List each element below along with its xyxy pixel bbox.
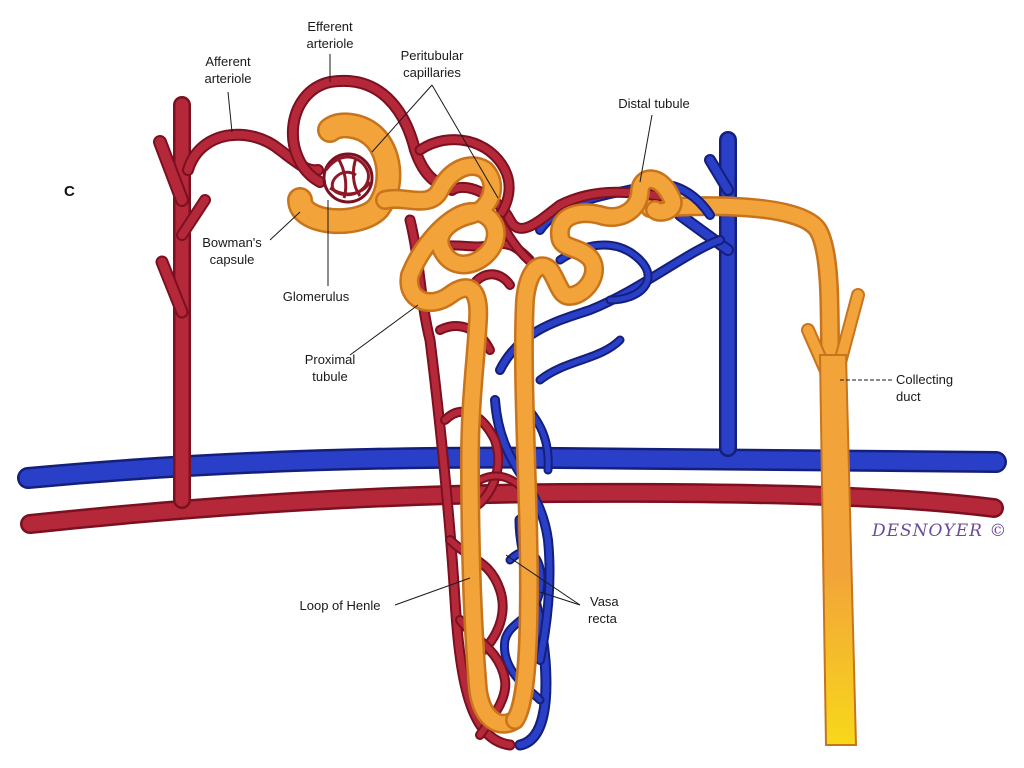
label-efferent-1: Efferent: [307, 19, 353, 34]
leader-lines: [227, 54, 892, 606]
panel-letter: C: [64, 183, 75, 200]
label-efferent-2: arteriole: [307, 36, 354, 51]
glomerulus: [322, 152, 374, 204]
efferent-arteriole: [286, 74, 458, 196]
collecting-duct: [640, 196, 865, 746]
label-bowman-2: capsule: [210, 252, 255, 267]
label-peritubular-1: Peritubular: [401, 48, 465, 63]
label-afferent-2: arteriole: [205, 71, 252, 86]
label-glomerulus: Glomerulus: [283, 289, 350, 304]
label-collecting-2: duct: [896, 389, 921, 404]
label-proximal-2: tubule: [312, 369, 347, 384]
label-bowman-1: Bowman's: [202, 235, 262, 250]
label-distal-tubule: Distal tubule: [618, 96, 690, 111]
label-loop-of-henle: Loop of Henle: [300, 598, 381, 613]
bowmans-capsule: [287, 112, 402, 235]
label-vasa-2: recta: [588, 611, 618, 626]
label-proximal-1: Proximal: [305, 352, 356, 367]
interlobular-artery: [153, 96, 211, 509]
interlobular-vein: [674, 131, 737, 457]
proximal-tubule: [375, 156, 525, 734]
label-collecting-1: Collecting: [896, 372, 953, 387]
artist-signature: DESNOYER ©: [871, 521, 1007, 541]
renal-artery: [20, 482, 1004, 534]
label-vasa-1: Vasa: [590, 594, 619, 609]
label-afferent-1: Afferent: [205, 54, 251, 69]
label-peritubular-2: capillaries: [403, 65, 461, 80]
loop-of-henle: [505, 169, 683, 730]
